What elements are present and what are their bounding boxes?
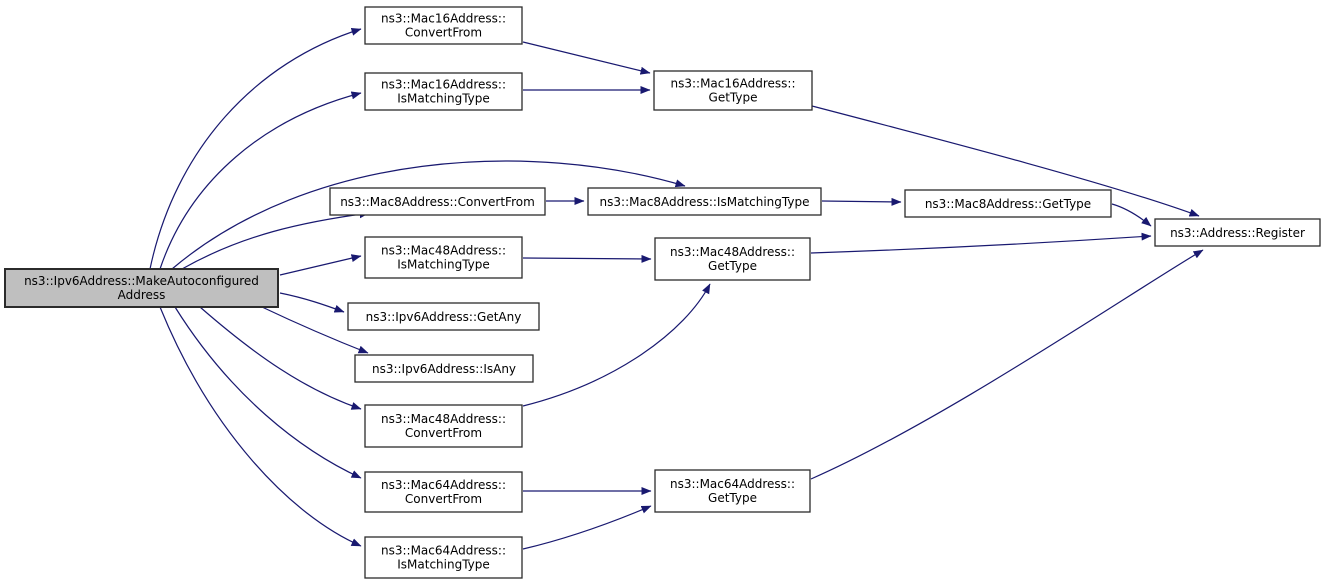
node-label: ns3::Mac8Address::GetType <box>925 197 1091 211</box>
node-label: ns3::Mac64Address::ConvertFrom <box>381 478 506 506</box>
node-box <box>364 6 523 45</box>
node-address-register[interactable]: ns3::Address::Register <box>1154 218 1321 247</box>
node-ipv6-getany[interactable]: ns3::Ipv6Address::GetAny <box>347 302 540 331</box>
edge-ipv6-makeautoconfiguredaddress-to-ipv6-isany <box>261 306 369 354</box>
edge-mac48-convertfrom-to-mac48-gettype <box>522 283 711 407</box>
node-box <box>364 471 523 513</box>
edge-mac8-gettype-to-address-register <box>1111 203 1152 227</box>
node-box <box>354 354 534 383</box>
node-label: ns3::Mac16Address::ConvertFrom <box>381 12 506 40</box>
node-mac48-gettype[interactable]: ns3::Mac48Address::GetType <box>654 237 811 281</box>
node-label: ns3::Mac48Address::ConvertFrom <box>381 412 506 440</box>
edge-mac16-gettype-to-address-register <box>811 105 1200 217</box>
node-box <box>364 72 523 111</box>
edge-ipv6-makeautoconfiguredaddress-to-mac8-ismatchingtype <box>171 160 686 270</box>
edge-ipv6-makeautoconfiguredaddress-to-ipv6-getany <box>279 292 345 313</box>
edge-ipv6-makeautoconfiguredaddress-to-mac48-ismatchingtype <box>279 254 362 276</box>
node-box <box>329 187 546 216</box>
node-mac8-ismatchingtype[interactable]: ns3::Mac8Address::IsMatchingType <box>587 187 822 216</box>
edge-ipv6-makeautoconfiguredaddress-to-mac64-ismatchingtype <box>159 306 362 547</box>
node-label: ns3::Address::Register <box>1170 226 1305 240</box>
node-box <box>654 237 811 281</box>
node-mac16-gettype[interactable]: ns3::Mac16Address::GetType <box>653 70 813 111</box>
node-mac64-gettype[interactable]: ns3::Mac64Address::GetType <box>654 469 811 513</box>
node-mac16-ismatchingtype[interactable]: ns3::Mac16Address::IsMatchingType <box>364 72 523 111</box>
node-box <box>653 70 813 111</box>
node-label: ns3::Mac16Address::IsMatchingType <box>381 78 506 106</box>
node-label: ns3::Mac48Address::GetType <box>670 245 795 273</box>
edge-ipv6-makeautoconfiguredaddress-to-mac64-convertfrom <box>174 306 362 479</box>
node-label: ns3::Mac16Address::GetType <box>670 77 795 105</box>
edge-ipv6-makeautoconfiguredaddress-to-mac8-convertfrom <box>181 210 370 270</box>
node-label: ns3::Ipv6Address::GetAny <box>366 310 522 324</box>
node-box <box>587 187 822 216</box>
node-box <box>904 189 1112 218</box>
edge-mac64-ismatchingtype-to-mac64-gettype <box>522 505 652 550</box>
node-mac64-convertfrom[interactable]: ns3::Mac64Address::ConvertFrom <box>364 471 523 513</box>
node-mac64-ismatchingtype[interactable]: ns3::Mac64Address::IsMatchingType <box>364 536 523 579</box>
edge-mac48-ismatchingtype-to-mac48-gettype <box>522 254 652 263</box>
node-box <box>1154 218 1321 247</box>
edge-ipv6-makeautoconfiguredaddress-to-mac48-convertfrom <box>199 306 362 410</box>
edge-mac16-convertfrom-to-mac16-gettype <box>522 41 651 75</box>
edge-mac8-ismatchingtype-to-mac8-gettype <box>821 197 902 206</box>
node-mac48-convertfrom[interactable]: ns3::Mac48Address::ConvertFrom <box>364 404 523 448</box>
edge-ipv6-makeautoconfiguredaddress-to-mac16-ismatchingtype <box>159 91 362 270</box>
node-label: ns3::Mac8Address::IsMatchingType <box>600 195 810 209</box>
node-mac8-convertfrom[interactable]: ns3::Mac8Address::ConvertFrom <box>329 187 546 216</box>
edges-layer <box>149 28 1204 550</box>
edge-mac64-gettype-to-address-register <box>810 249 1204 480</box>
node-label: ns3::Ipv6Address::IsAny <box>372 362 516 376</box>
node-label: ns3::Mac48Address::IsMatchingType <box>381 244 506 272</box>
node-box <box>364 236 523 279</box>
node-label: ns3::Mac64Address::IsMatchingType <box>381 544 506 572</box>
node-box <box>364 536 523 579</box>
node-box <box>4 268 279 308</box>
node-mac16-convertfrom[interactable]: ns3::Mac16Address::ConvertFrom <box>364 6 523 45</box>
edge-mac48-gettype-to-address-register <box>810 232 1152 254</box>
node-box <box>364 404 523 448</box>
node-label: ns3::Mac64Address::GetType <box>670 477 795 505</box>
node-mac48-ismatchingtype[interactable]: ns3::Mac48Address::IsMatchingType <box>364 236 523 279</box>
node-ipv6-isany[interactable]: ns3::Ipv6Address::IsAny <box>354 354 534 383</box>
edge-ipv6-makeautoconfiguredaddress-to-mac16-convertfrom <box>149 28 362 270</box>
node-box <box>654 469 811 513</box>
node-box <box>347 302 540 331</box>
node-label: ns3::Mac8Address::ConvertFrom <box>340 195 535 209</box>
node-mac8-gettype[interactable]: ns3::Mac8Address::GetType <box>904 189 1112 218</box>
